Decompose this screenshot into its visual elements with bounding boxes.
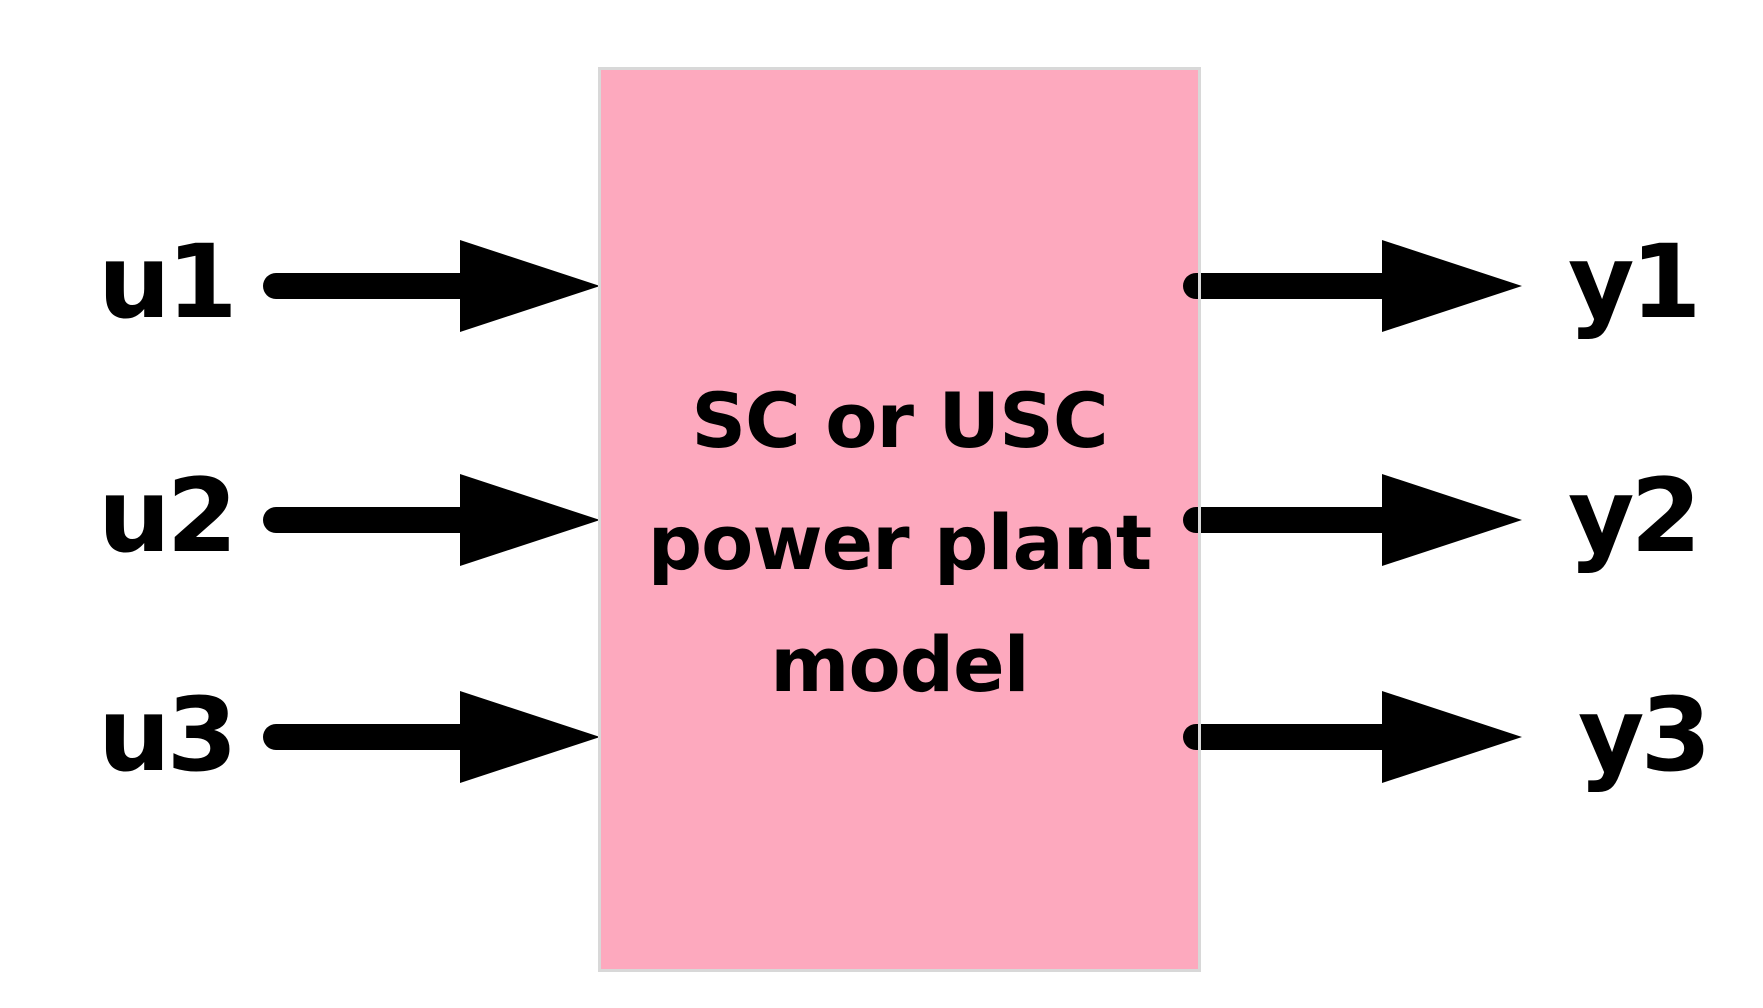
model-block-title: SC or USC power plant model xyxy=(598,360,1201,726)
input-arrow-u2 xyxy=(263,474,600,566)
output-arrow-y3 xyxy=(1183,691,1522,783)
input-arrow-u1 xyxy=(263,240,600,332)
model-block-title-line: SC or USC xyxy=(691,376,1108,465)
input-label-u1: u1 xyxy=(98,223,238,342)
input-label-u2: u2 xyxy=(98,457,238,576)
input-arrow-u3 xyxy=(263,691,600,783)
output-label-y3: y3 xyxy=(1578,676,1711,795)
output-arrow-y1 xyxy=(1183,240,1522,332)
model-block-title-line: model xyxy=(770,620,1029,709)
model-block-fill xyxy=(598,67,1201,972)
model-block-title-line: power plant xyxy=(647,498,1152,587)
output-label-y1: y1 xyxy=(1568,223,1701,342)
output-arrow-y2 xyxy=(1183,474,1522,566)
input-label-u3: u3 xyxy=(98,676,238,795)
model-block xyxy=(598,67,1201,972)
output-label-y2: y2 xyxy=(1568,457,1701,576)
